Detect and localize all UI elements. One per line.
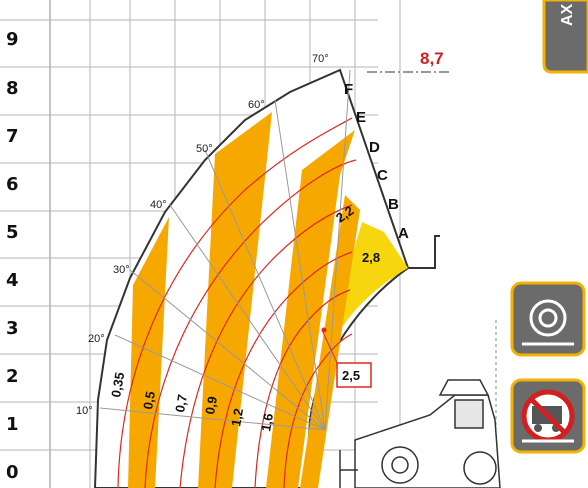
zone-label: B <box>388 196 399 213</box>
angle-label: 40° <box>150 199 167 211</box>
telehandler-icon <box>339 379 501 488</box>
y-tick: 3 <box>6 318 19 339</box>
y-tick: 1 <box>6 414 19 435</box>
side-tab[interactable]: AX <box>542 0 588 74</box>
angle-lines <box>99 69 351 431</box>
angle-labels: 70° 60° 50° 40° 30° 20° 10° <box>76 53 329 417</box>
y-tick: 6 <box>6 174 19 195</box>
load-label: 2,8 <box>362 250 380 265</box>
zone-labels: F E D C B A <box>344 81 409 242</box>
y-tick: 4 <box>6 270 19 291</box>
load-label: 0,9 <box>202 395 220 415</box>
load-label: 1,2 <box>228 407 246 427</box>
zone-label: C <box>377 167 388 184</box>
load-label: 0,7 <box>172 393 190 413</box>
callout: 2,5 <box>321 327 372 388</box>
callout-load: 2,5 <box>342 368 360 383</box>
max-height-marker: 8,7 <box>367 49 452 73</box>
y-tick: 0 <box>6 462 19 483</box>
side-tab-label: AX <box>559 3 576 26</box>
load-labels: 0,35 0,5 0,7 0,9 1,2 1,6 2,2 2,8 <box>108 203 380 433</box>
y-axis-labels: 9 8 7 6 5 4 3 2 1 0 <box>6 29 19 483</box>
y-tick: 2 <box>6 366 19 387</box>
no-outriggers-icon[interactable] <box>510 378 586 454</box>
zone-label: D <box>369 139 380 156</box>
zone-a-fill <box>322 222 408 360</box>
stabilizer-icon[interactable] <box>510 281 586 357</box>
load-label: 0,5 <box>140 390 158 410</box>
angle-label: 20° <box>88 333 105 345</box>
load-label: 0,35 <box>108 371 127 399</box>
angle-label: 10° <box>76 405 93 417</box>
y-tick: 8 <box>6 78 19 99</box>
y-tick: 5 <box>6 222 19 243</box>
zone-label: F <box>344 81 353 98</box>
angle-label: 50° <box>196 143 213 155</box>
y-tick: 7 <box>6 126 19 147</box>
load-label: 1,6 <box>258 412 276 432</box>
fork-icon <box>408 235 440 269</box>
max-height-label: 8,7 <box>420 49 444 68</box>
zone-label: E <box>356 109 366 126</box>
angle-label: 70° <box>312 53 329 65</box>
angle-label: 60° <box>248 99 265 111</box>
zone-label: A <box>398 225 409 242</box>
y-tick: 9 <box>6 29 19 50</box>
angle-label: 30° <box>113 264 130 276</box>
